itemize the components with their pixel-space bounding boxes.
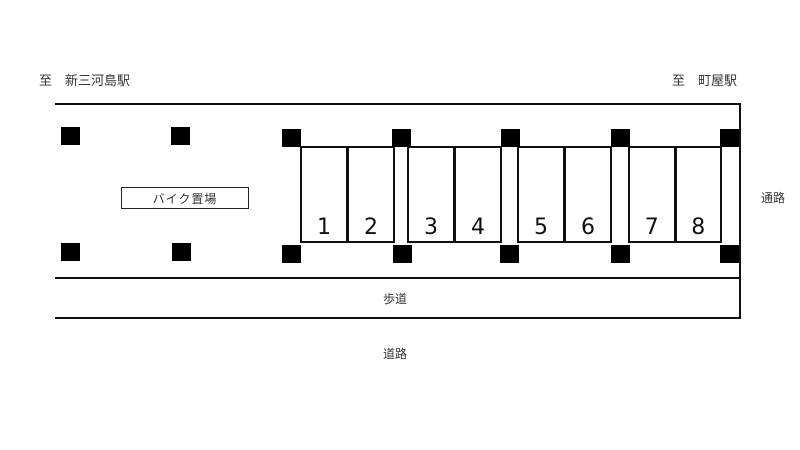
site-right-boundary [739, 103, 741, 319]
pillar [611, 129, 630, 147]
parking-space-1[interactable]: 1 [302, 148, 346, 241]
pillar [61, 243, 80, 261]
pillar [720, 245, 739, 263]
passage-label: 通路 [761, 191, 786, 205]
pillar [282, 129, 301, 147]
pillar [171, 127, 190, 145]
pillar [172, 243, 191, 261]
site-top-boundary [55, 103, 741, 105]
parking-space-5[interactable]: 5 [519, 148, 563, 241]
parking-group-2: 3 4 [407, 146, 502, 243]
parking-space-2[interactable]: 2 [346, 148, 393, 241]
space-number: 7 [644, 215, 659, 240]
parking-space-6[interactable]: 6 [563, 148, 610, 241]
bike-parking-label: バイク置場 [121, 187, 249, 209]
direction-label-shin-mikawashima: 至 新三河島駅 [39, 74, 131, 89]
pillar [392, 129, 411, 147]
sidewalk-top-edge [55, 277, 741, 279]
sidewalk-label: 歩道 [383, 292, 408, 306]
parking-space-4[interactable]: 4 [453, 148, 500, 241]
parking-space-8[interactable]: 8 [673, 148, 721, 241]
space-number: 6 [581, 215, 595, 240]
space-number: 1 [317, 215, 331, 240]
space-number: 8 [691, 215, 706, 240]
space-number: 3 [424, 215, 438, 240]
pillar [393, 245, 412, 263]
sidewalk-bottom-edge [55, 317, 741, 319]
parking-space-3[interactable]: 3 [409, 148, 453, 241]
space-number: 5 [534, 215, 548, 240]
parking-group-1: 1 2 [300, 146, 395, 243]
pillar [611, 245, 630, 263]
pillar [282, 245, 301, 263]
space-number: 2 [364, 215, 378, 240]
pillar [61, 127, 80, 145]
pillar [500, 245, 519, 263]
direction-label-machiya: 至 町屋駅 [672, 74, 738, 89]
road-label: 道路 [383, 347, 408, 361]
bike-parking-text: バイク置場 [152, 191, 218, 206]
space-number: 4 [471, 215, 485, 240]
pillar [720, 129, 739, 147]
parking-space-7[interactable]: 7 [630, 148, 674, 241]
parking-group-3: 5 6 [517, 146, 612, 243]
parking-group-4: 7 8 [628, 146, 722, 243]
pillar [501, 129, 520, 147]
